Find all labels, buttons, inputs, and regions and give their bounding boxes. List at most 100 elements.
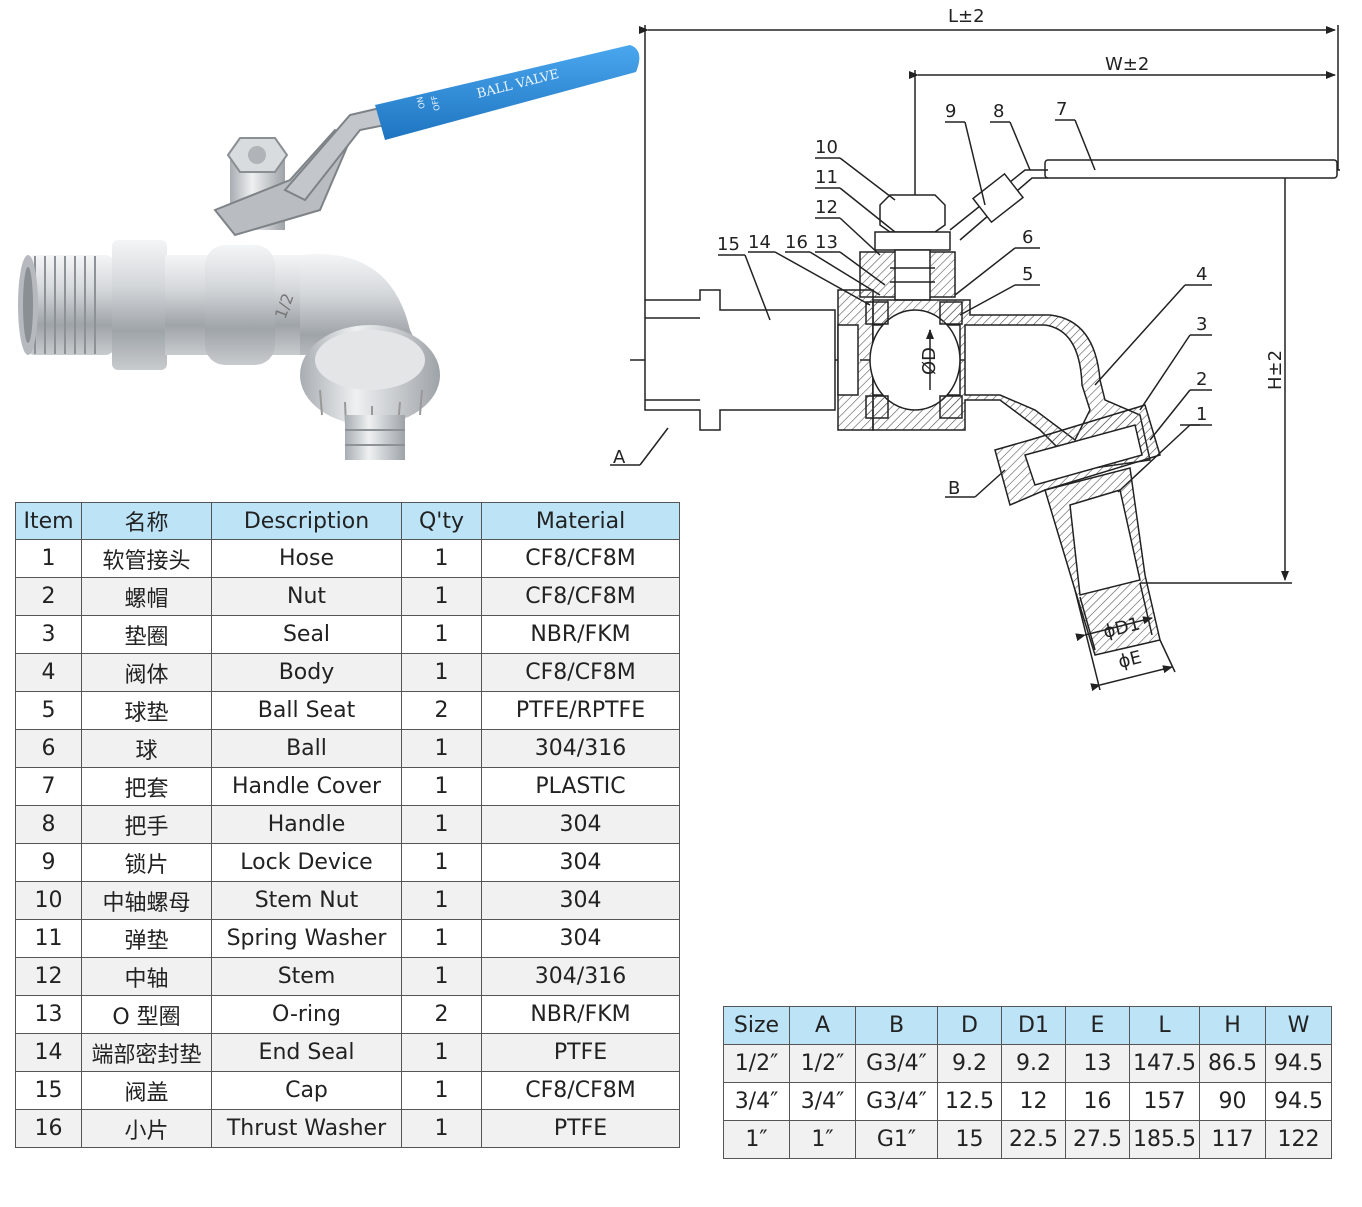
header-b: B — [855, 1006, 938, 1045]
cell: 12 — [15, 957, 82, 996]
handle — [283, 106, 387, 202]
cell: 2 — [401, 995, 482, 1034]
cell: O 型圈 — [81, 995, 212, 1034]
cell: 15 — [15, 1071, 82, 1110]
dim-d: ØD — [919, 347, 940, 375]
cell: Nut — [211, 577, 402, 616]
cell: Ball Seat — [211, 691, 402, 730]
cell: 10 — [15, 881, 82, 920]
cell: 1 — [15, 539, 82, 578]
cell: 117 — [1198, 1120, 1266, 1159]
cell: 16 — [1065, 1082, 1130, 1121]
cell: 1 — [401, 767, 482, 806]
cell: 13 — [1065, 1044, 1130, 1083]
cell: Body — [211, 653, 402, 692]
cell: 1 — [401, 1071, 482, 1110]
cell: 147.5 — [1129, 1044, 1200, 1083]
cell: 垫圈 — [81, 615, 212, 654]
technical-drawing: L±2 W±2 H±2 ØD ϕD1 ϕE A B 1 2 3 4 5 6 7 … — [610, 6, 1340, 692]
header-a: A — [789, 1006, 856, 1045]
cell: CF8/CF8M — [481, 577, 680, 616]
callout-6: 6 — [1022, 227, 1033, 248]
callout-5: 5 — [1022, 264, 1033, 285]
cell: 12 — [1001, 1082, 1066, 1121]
cell: 1 — [401, 729, 482, 768]
header-h: H — [1198, 1006, 1266, 1045]
cell: 阀体 — [81, 653, 212, 692]
cell: 13 — [15, 995, 82, 1034]
header-w: W — [1264, 1006, 1332, 1045]
callout-3: 3 — [1196, 314, 1207, 335]
dim-e: ϕE — [1116, 647, 1144, 673]
cell: 1 — [401, 1109, 482, 1148]
cell: 小片 — [81, 1109, 212, 1148]
cell: 锁片 — [81, 843, 212, 882]
callout-15: 15 — [717, 234, 740, 255]
cell: 16 — [15, 1109, 82, 1148]
product-photo: 1/2 BALL VALVE ON OFF — [18, 45, 640, 460]
cell: 90 — [1198, 1082, 1266, 1121]
hose-barb — [345, 415, 405, 460]
cell: CF8/CF8M — [481, 539, 680, 578]
cell: Handle Cover — [211, 767, 402, 806]
cell: 94.5 — [1264, 1082, 1332, 1121]
cell: Lock Device — [211, 843, 402, 882]
view-a-label: A — [613, 447, 626, 468]
header-e: E — [1065, 1006, 1130, 1045]
thread-inlet — [18, 255, 115, 355]
hex-nut — [112, 240, 167, 370]
cell: 1/2″ — [789, 1044, 856, 1083]
cell: PTFE/RPTFE — [481, 691, 680, 730]
callout-9: 9 — [945, 101, 956, 122]
cell: Hose — [211, 539, 402, 578]
cell: 8 — [15, 805, 82, 844]
callout-1: 1 — [1196, 404, 1207, 425]
cell: 5 — [15, 691, 82, 730]
cell: 1/2″ — [723, 1044, 790, 1083]
handle-on: ON — [415, 96, 427, 110]
cell: 球垫 — [81, 691, 212, 730]
cell: 304 — [481, 919, 680, 958]
cell: 1 — [401, 843, 482, 882]
cell: 1 — [401, 881, 482, 920]
cell: 1 — [401, 805, 482, 844]
cell: 304 — [481, 805, 680, 844]
cell: 9.2 — [937, 1044, 1002, 1083]
cell: 弹垫 — [81, 919, 212, 958]
cell: PTFE — [481, 1033, 680, 1072]
callout-7: 7 — [1056, 99, 1067, 120]
cell: 球 — [81, 729, 212, 768]
cell: 螺帽 — [81, 577, 212, 616]
cell: 185.5 — [1129, 1120, 1200, 1159]
cell: 3/4″ — [789, 1082, 856, 1121]
cell: 2 — [15, 577, 82, 616]
header-qty: Q'ty — [401, 502, 482, 540]
header-size: Size — [723, 1006, 790, 1045]
cell: PTFE — [481, 1109, 680, 1148]
cell: 1 — [401, 1033, 482, 1072]
cell: 把手 — [81, 805, 212, 844]
cell: Stem — [211, 957, 402, 996]
callout-2: 2 — [1196, 369, 1207, 390]
cell: Handle — [211, 805, 402, 844]
cell: 1″ — [723, 1120, 790, 1159]
cell: 1 — [401, 957, 482, 996]
cell: 15 — [937, 1120, 1002, 1159]
cell: PLASTIC — [481, 767, 680, 806]
dim-l: L±2 — [948, 6, 985, 27]
callout-16: 16 — [785, 232, 808, 253]
cell: 软管接头 — [81, 539, 212, 578]
header-item: Item — [15, 502, 82, 540]
cell: Thrust Washer — [211, 1109, 402, 1148]
header-d1: D1 — [1001, 1006, 1066, 1045]
cell: 3 — [15, 615, 82, 654]
cell: 304/316 — [481, 957, 680, 996]
cell: 9 — [15, 843, 82, 882]
